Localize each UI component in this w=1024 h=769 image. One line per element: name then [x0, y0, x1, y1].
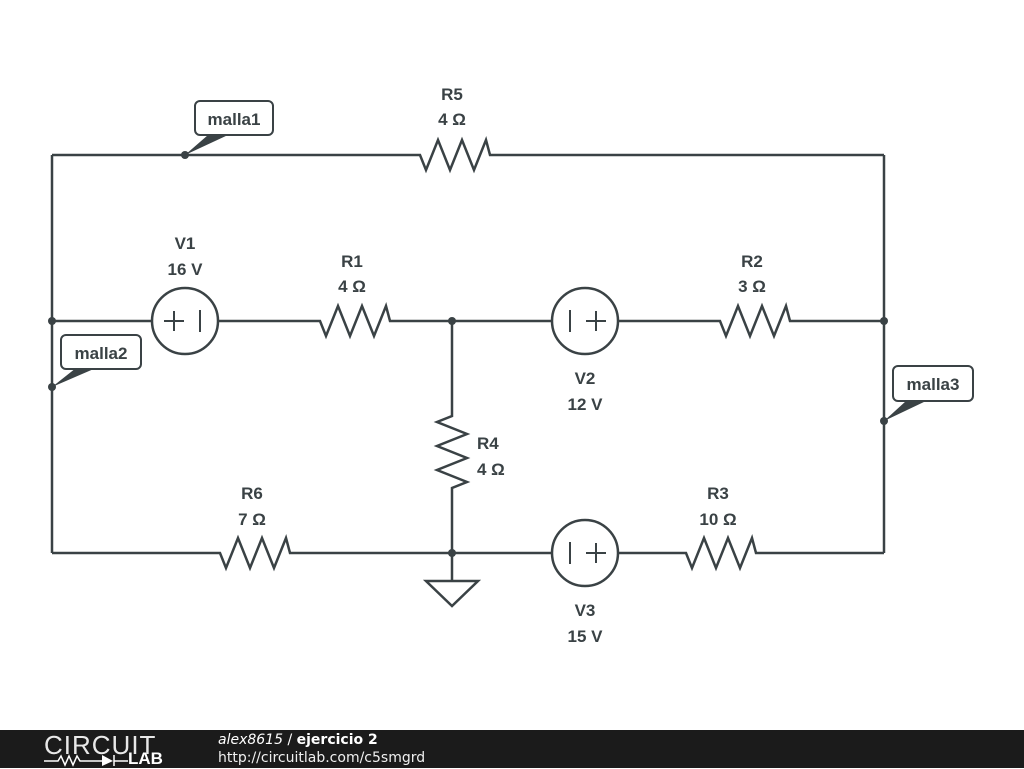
- v3-polarity-icon: [569, 542, 606, 564]
- v3-name: V3: [575, 601, 596, 620]
- net-label-malla3-box[interactable]: [892, 365, 974, 402]
- net-label-malla2: malla2: [75, 344, 128, 363]
- resistor-r2[interactable]: [714, 302, 884, 340]
- net-label-malla1: malla1: [208, 110, 261, 129]
- voltage-source-v1[interactable]: [150, 286, 220, 356]
- ground-symbol: [422, 579, 482, 608]
- resistor-r6[interactable]: [214, 534, 552, 572]
- junction-dot: [448, 317, 456, 325]
- circuit-url[interactable]: http://circuitlab.com/c5smgrd: [218, 750, 426, 766]
- voltage-source-v3[interactable]: [550, 518, 620, 588]
- r2-value: 3 Ω: [738, 277, 766, 296]
- r3-name: R3: [707, 484, 729, 503]
- net-label-malla1-box[interactable]: [194, 100, 274, 136]
- r4-value: 4 Ω: [477, 460, 505, 479]
- r3-value: 10 Ω: [699, 510, 736, 529]
- title-separator: /: [283, 732, 297, 748]
- net-label-malla2-box[interactable]: [60, 334, 142, 370]
- v2-value: 12 V: [568, 395, 604, 414]
- v1-polarity-icon: [164, 310, 201, 332]
- author-link[interactable]: alex8615: [218, 732, 283, 748]
- schematic-canvas: malla1 malla2 malla3 R5 4 Ω V1 16 V R1 4…: [48, 85, 974, 646]
- circuit-title[interactable]: ejercicio 2: [296, 732, 378, 748]
- circuit-title-line: alex8615 / ejercicio 2: [218, 732, 378, 748]
- r4-name: R4: [477, 434, 499, 453]
- logo-resistor-diode-icon: [44, 754, 128, 767]
- malla1-pointer: [185, 135, 228, 155]
- resistor-r1[interactable]: [314, 302, 552, 340]
- r1-name: R1: [341, 252, 363, 271]
- malla3-pointer: [884, 401, 926, 421]
- voltage-source-v2[interactable]: [550, 286, 620, 356]
- v2-polarity-icon: [569, 310, 606, 332]
- v1-value: 16 V: [168, 260, 204, 279]
- r1-value: 4 Ω: [338, 277, 366, 296]
- logo-circuit-text[interactable]: CIRCUIT: [44, 730, 157, 760]
- junction-dot: [880, 317, 888, 325]
- resistor-r4[interactable]: [433, 321, 471, 553]
- resistor-r5[interactable]: [414, 136, 884, 174]
- r5-name: R5: [441, 85, 463, 104]
- junction-dot: [448, 549, 456, 557]
- r5-value: 4 Ω: [438, 110, 466, 129]
- v2-name: V2: [575, 369, 596, 388]
- junction-dot: [48, 317, 56, 325]
- malla2-pointer: [52, 368, 96, 387]
- footer-bar: CIRCUIT LAB alex8615 / ejercicio 2 http:…: [0, 730, 1024, 768]
- v3-value: 15 V: [568, 627, 604, 646]
- logo-lab-text: LAB: [128, 749, 163, 768]
- net-label-malla3: malla3: [907, 375, 960, 394]
- r2-name: R2: [741, 252, 763, 271]
- r6-value: 7 Ω: [238, 510, 266, 529]
- r6-name: R6: [241, 484, 263, 503]
- resistor-r3[interactable]: [680, 534, 884, 572]
- v1-name: V1: [175, 234, 196, 253]
